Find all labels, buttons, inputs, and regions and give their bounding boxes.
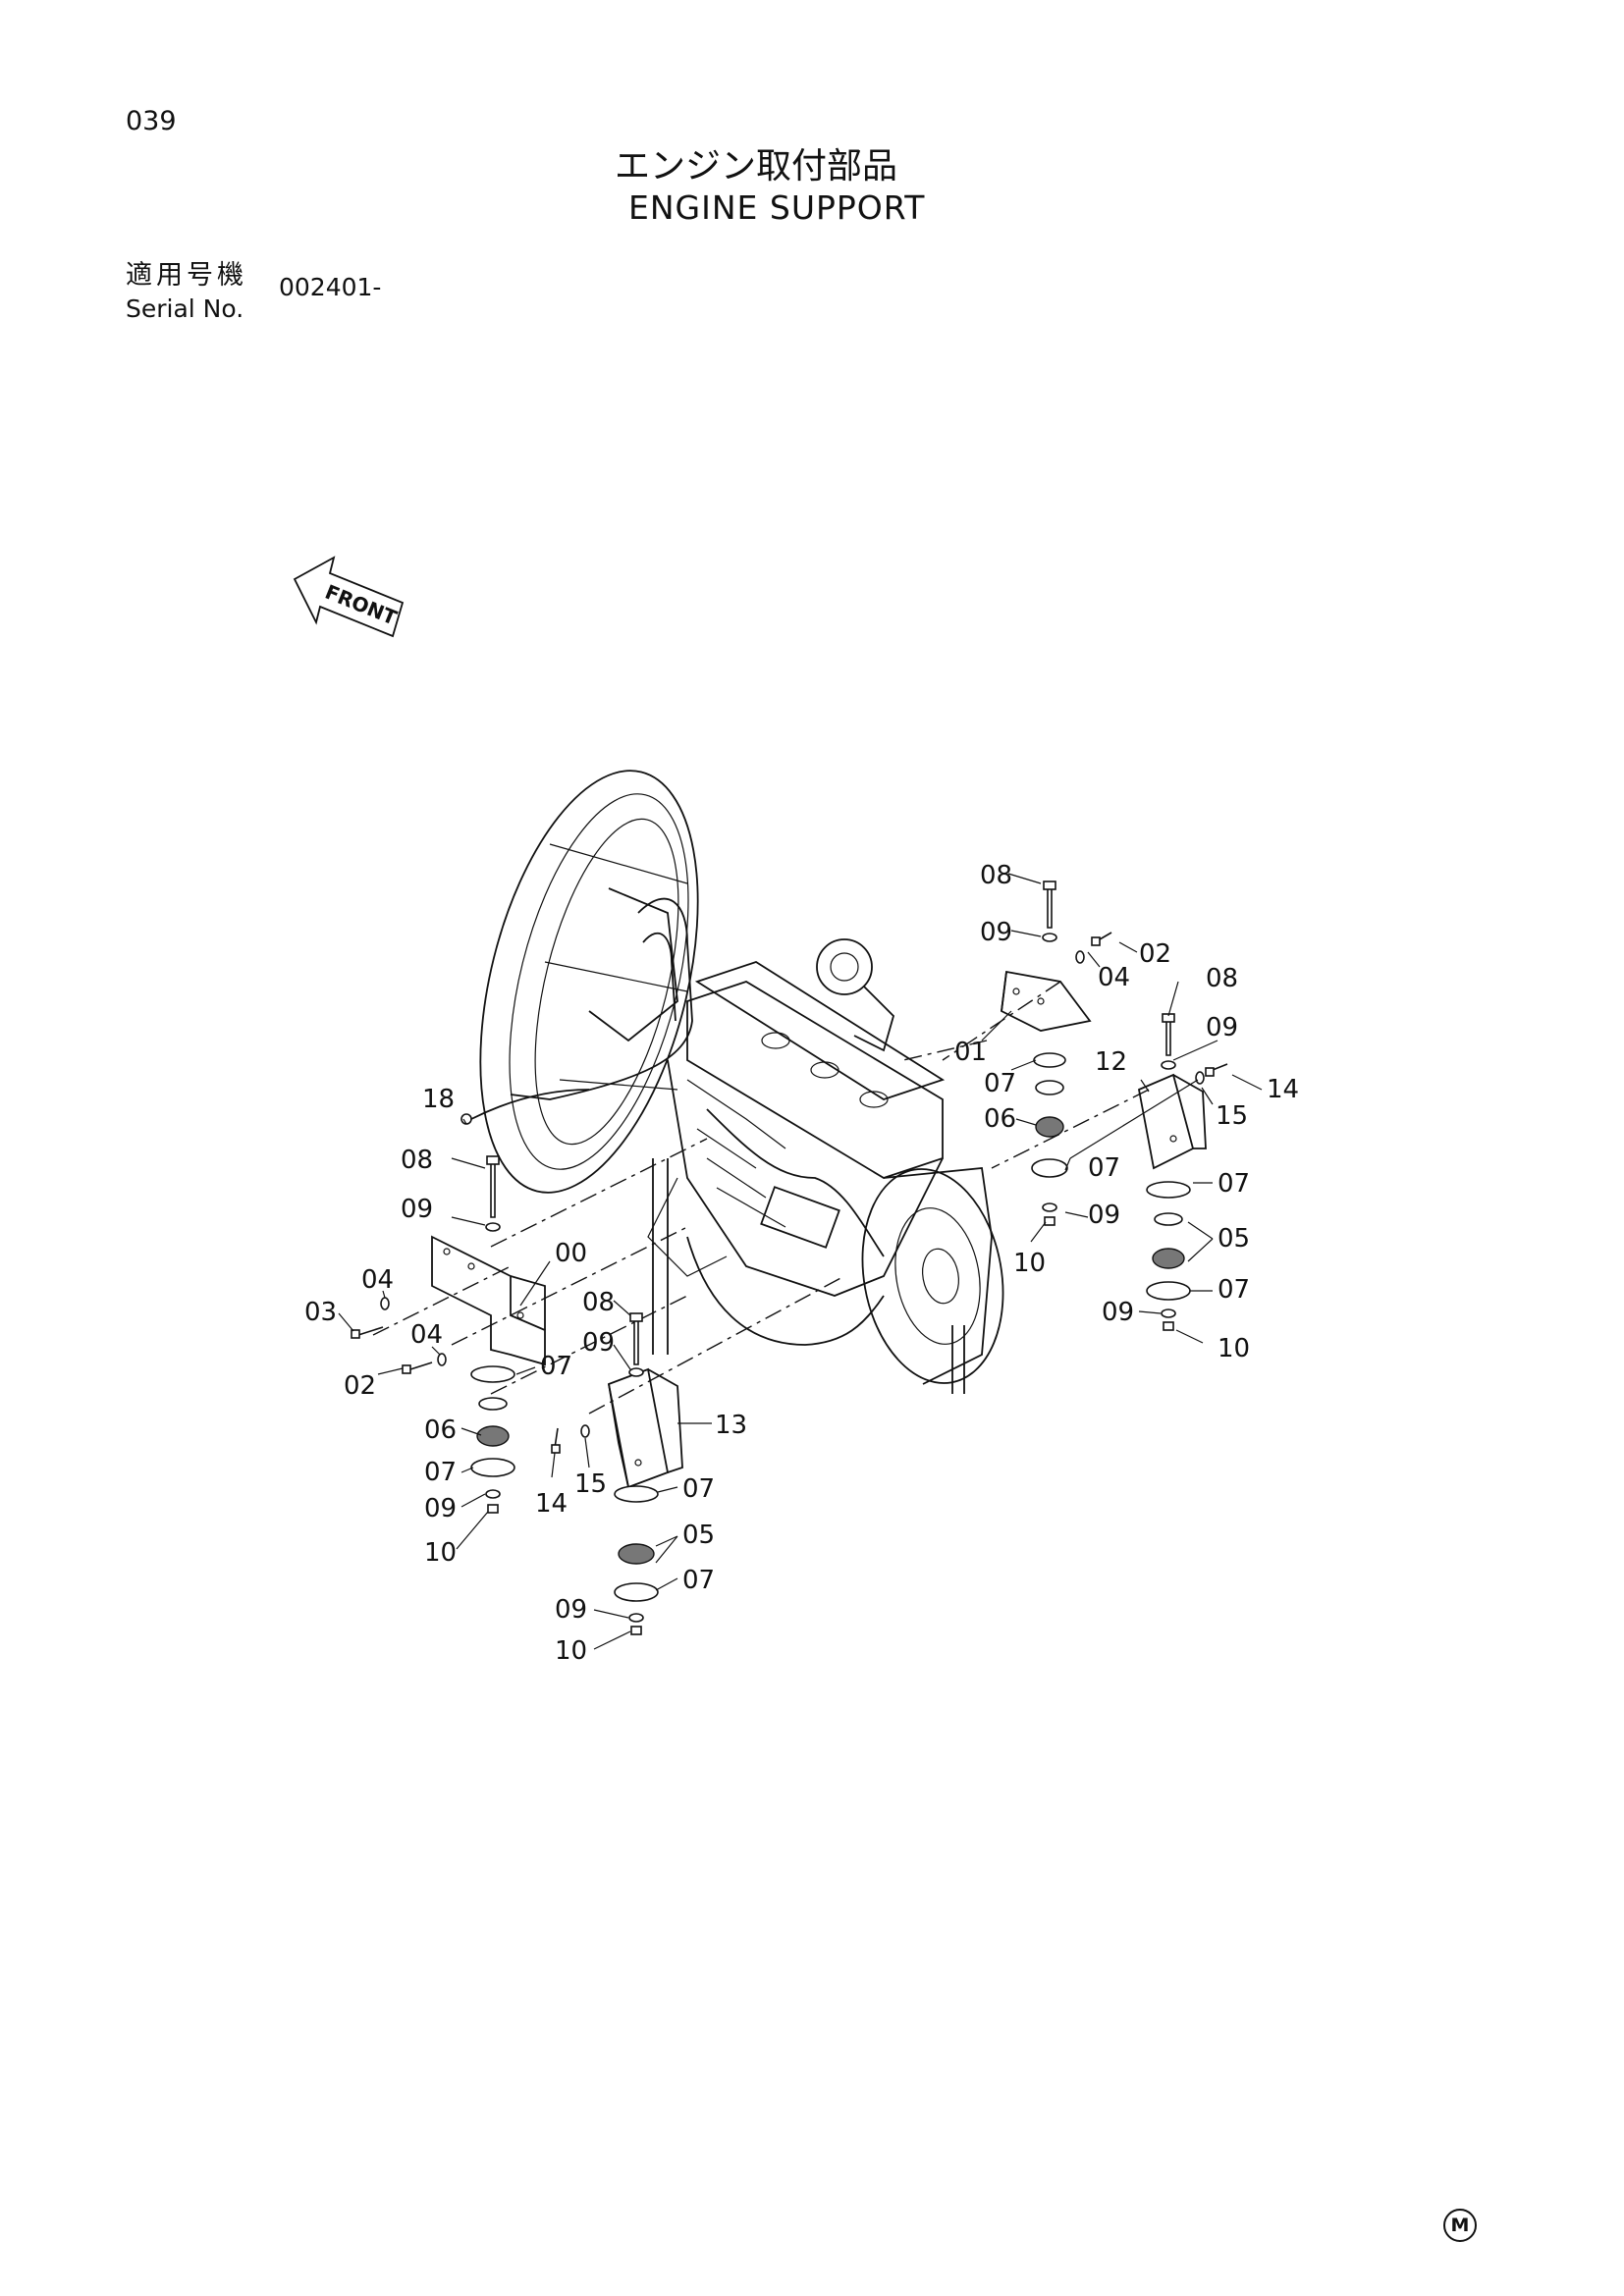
callout-label: 08: [401, 1146, 433, 1175]
callout-label: 04: [410, 1320, 443, 1350]
callout-label: 13: [715, 1411, 747, 1440]
callout-label: 07: [682, 1566, 715, 1595]
callout-label: 00: [555, 1239, 587, 1268]
callout-label: 02: [1139, 939, 1171, 969]
callout-label: 09: [555, 1595, 587, 1625]
center-mount-stack: [551, 1312, 659, 1635]
callout-label: 09: [1206, 1013, 1238, 1042]
front-arrow-icon: FRONT: [293, 556, 405, 638]
callout-label: 15: [1216, 1101, 1248, 1131]
callout-label: 09: [980, 918, 1012, 947]
alignment-lines: [372, 981, 1150, 1415]
callout-label: 07: [424, 1458, 457, 1487]
left-mount-stack: [470, 1155, 515, 1514]
m-mark-icon: M: [1443, 2209, 1477, 2242]
serial-number-value: 002401-: [279, 273, 382, 301]
callout-label: 07: [1088, 1153, 1120, 1183]
callout-label: 01: [954, 1038, 987, 1067]
callout-label: 07: [1218, 1275, 1250, 1305]
callout-label: 18: [422, 1085, 455, 1114]
callout-label: 12: [1095, 1047, 1127, 1077]
right-bracket-01: [1001, 970, 1092, 1032]
right-lower-stack: [1146, 1013, 1228, 1331]
callout-label: 07: [682, 1474, 715, 1504]
page-title-english: ENGINE SUPPORT: [628, 188, 926, 227]
callout-label: 08: [1206, 964, 1238, 993]
callout-label: 14: [1267, 1075, 1299, 1104]
callout-label: 05: [682, 1521, 715, 1550]
serial-label-japanese: 適用号機: [126, 260, 247, 291]
callout-label: 09: [1088, 1201, 1120, 1230]
callout-label: 04: [361, 1265, 394, 1295]
callout-label: 10: [1013, 1249, 1046, 1278]
callout-label: 04: [1098, 963, 1130, 992]
callout-label: 06: [984, 1104, 1016, 1134]
callout-label: 09: [401, 1195, 433, 1224]
callout-label: 09: [1102, 1298, 1134, 1327]
center-bracket-13: [607, 1367, 683, 1489]
callout-label: 02: [344, 1371, 376, 1401]
callout-label: 09: [424, 1494, 457, 1523]
callout-label: 05: [1218, 1224, 1250, 1254]
callout-label: 10: [555, 1636, 587, 1666]
callout-label: 07: [984, 1069, 1016, 1098]
front-label: FRONT: [322, 580, 401, 630]
right-bracket-12: [1137, 1073, 1207, 1170]
callout-label: 08: [582, 1288, 615, 1317]
callout-labels: 08 09 02 04 08 09 01 12 14 07 15 06 07 0…: [304, 861, 1299, 1666]
engine-assembly-drawing: [470, 770, 1004, 1394]
callout-label: 07: [540, 1352, 572, 1381]
serial-label-english: Serial No.: [126, 294, 244, 323]
right-upper-stack: [1031, 881, 1112, 1226]
page-title-japanese: エンジン取付部品: [615, 146, 898, 187]
leader-lines: [338, 873, 1263, 1650]
callout-label: 14: [535, 1489, 568, 1519]
callout-label: 08: [980, 861, 1012, 890]
callout-label: 07: [1218, 1169, 1250, 1199]
callout-label: 03: [304, 1298, 337, 1327]
callout-label: 06: [424, 1415, 457, 1445]
callout-label: 15: [574, 1469, 607, 1499]
left-bracket-00: [431, 1235, 546, 1366]
callout-label: 10: [424, 1538, 457, 1568]
callout-label: 10: [1218, 1334, 1250, 1363]
callout-label: 09: [582, 1328, 615, 1358]
page-number: 039: [126, 106, 177, 136]
